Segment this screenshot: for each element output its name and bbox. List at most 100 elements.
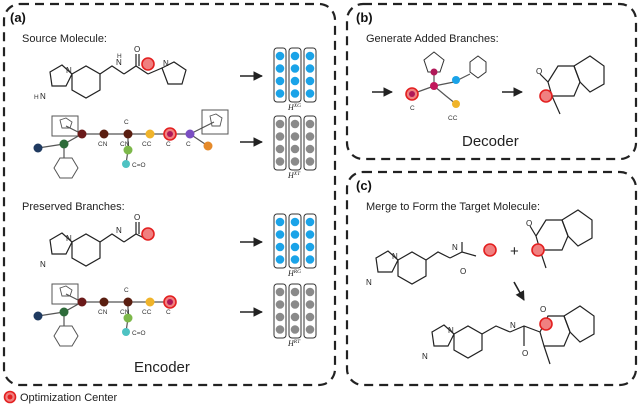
embedding-unit [275, 64, 285, 73]
merge-atom-nh: N [366, 278, 372, 287]
added-branch-molecule [539, 55, 605, 115]
preserved-graph-cn-2: CN [120, 309, 130, 316]
merge-atom-o: O [460, 267, 466, 276]
embedding-unit [275, 312, 285, 322]
atom-amide-h: H [117, 53, 122, 60]
embedding-unit [290, 230, 300, 239]
merge-added-branch [529, 209, 593, 269]
label-hrt: HRT [287, 339, 301, 348]
target-molecule [431, 305, 595, 365]
atom-n: N [66, 66, 72, 75]
embedding-unit [305, 242, 315, 252]
legend-label: Optimization Center [20, 392, 118, 404]
graph-label-cc: CC [142, 141, 152, 148]
embedding-unit [275, 287, 285, 297]
embedding-unit [275, 242, 285, 252]
preserved-atom-n: N [66, 234, 72, 243]
embedding-hxg [273, 47, 317, 103]
embedding-unit [290, 312, 300, 322]
embedding-unit [275, 76, 285, 86]
decoder-caption: Decoder [462, 133, 519, 150]
preserved-molecule [49, 222, 149, 267]
atom-o: O [134, 45, 140, 54]
embedding-unit [290, 325, 300, 334]
decoder-graph [405, 51, 487, 108]
embedding-column [273, 115, 287, 171]
embedding-hrg [273, 213, 317, 269]
embedding-unit [290, 255, 300, 264]
embedding-unit [305, 119, 315, 129]
embedding-hrt [273, 283, 317, 339]
atom-h: H [34, 94, 39, 101]
source-graph [33, 109, 229, 179]
embedding-unit [290, 300, 300, 309]
embedding-unit [305, 64, 315, 73]
embedding-unit [305, 132, 315, 141]
label-hxg: HXG [287, 103, 301, 112]
encoder-caption: Encoder [134, 359, 190, 376]
merge-branch-atom-o: O [526, 219, 532, 228]
panel-b-label: (b) [356, 10, 373, 25]
target-atom-nh: N [422, 352, 428, 361]
embedding-column [288, 47, 302, 103]
embedding-unit [305, 312, 315, 322]
embedding-unit [305, 89, 315, 98]
added-branch-optimization-center [539, 89, 553, 103]
panel-a-frame [2, 2, 337, 387]
target-atom-n: N [448, 326, 454, 335]
embedding-unit [275, 300, 285, 309]
preserved-graph-co: C=O [132, 330, 146, 337]
atom-nh: N [40, 92, 46, 101]
embedding-column [303, 115, 317, 171]
atom-triazole-n: N [163, 59, 169, 68]
graph-label-co: C=O [132, 162, 146, 169]
target-optimization-center [539, 317, 553, 331]
merge-atom-amide-n: N [452, 243, 458, 252]
embedding-column [273, 213, 287, 269]
embedding-unit [275, 217, 285, 227]
target-atom-o-ring: O [540, 305, 546, 314]
atom-amide-n: N [116, 58, 122, 67]
panel-a-label: (a) [10, 10, 26, 25]
preserved-graph-c-1: C [166, 309, 171, 316]
embedding-unit [275, 255, 285, 264]
embedding-unit [290, 76, 300, 86]
embedding-unit [305, 255, 315, 264]
embedding-column [273, 47, 287, 103]
graph-label-c-2: C [186, 141, 191, 148]
embedding-unit [275, 51, 285, 61]
plus-sign: + [510, 243, 519, 260]
embedding-unit [305, 217, 315, 227]
panel-c-label: (c) [356, 178, 372, 193]
embedding-unit [275, 119, 285, 129]
decoder-label-cc: CC [448, 115, 458, 122]
embedding-column [288, 283, 302, 339]
preserved-graph-cc: CC [142, 309, 152, 316]
embedding-unit [305, 157, 315, 166]
preserved-branches-title: Preserved Branches: [22, 201, 125, 213]
embedding-unit [275, 157, 285, 166]
embedding-column [303, 47, 317, 103]
embedding-column [288, 213, 302, 269]
embedding-unit [290, 119, 300, 129]
embedding-unit [275, 325, 285, 334]
embedding-unit [290, 157, 300, 166]
target-atom-amide-n: N [510, 321, 516, 330]
preserved-atom-amide-n: N [116, 226, 122, 235]
preserved-atom-nh: N [40, 260, 46, 269]
label-hxt: HXT [287, 171, 301, 180]
decoder-label-c: C [410, 105, 415, 112]
embedding-unit [290, 64, 300, 73]
embedding-unit [290, 144, 300, 154]
preserved-graph-c-2: C [124, 287, 129, 294]
embedding-unit [290, 287, 300, 297]
embedding-unit [290, 51, 300, 61]
preserved-optimization-center [141, 227, 155, 241]
arrow-to-target [513, 281, 525, 301]
added-branch-atom-o: O [536, 67, 542, 76]
merge-optimization-center-2 [531, 243, 545, 257]
embedding-column [303, 283, 317, 339]
embedding-unit [305, 287, 315, 297]
generate-branches-title: Generate Added Branches: [366, 33, 499, 45]
embedding-unit [275, 144, 285, 154]
